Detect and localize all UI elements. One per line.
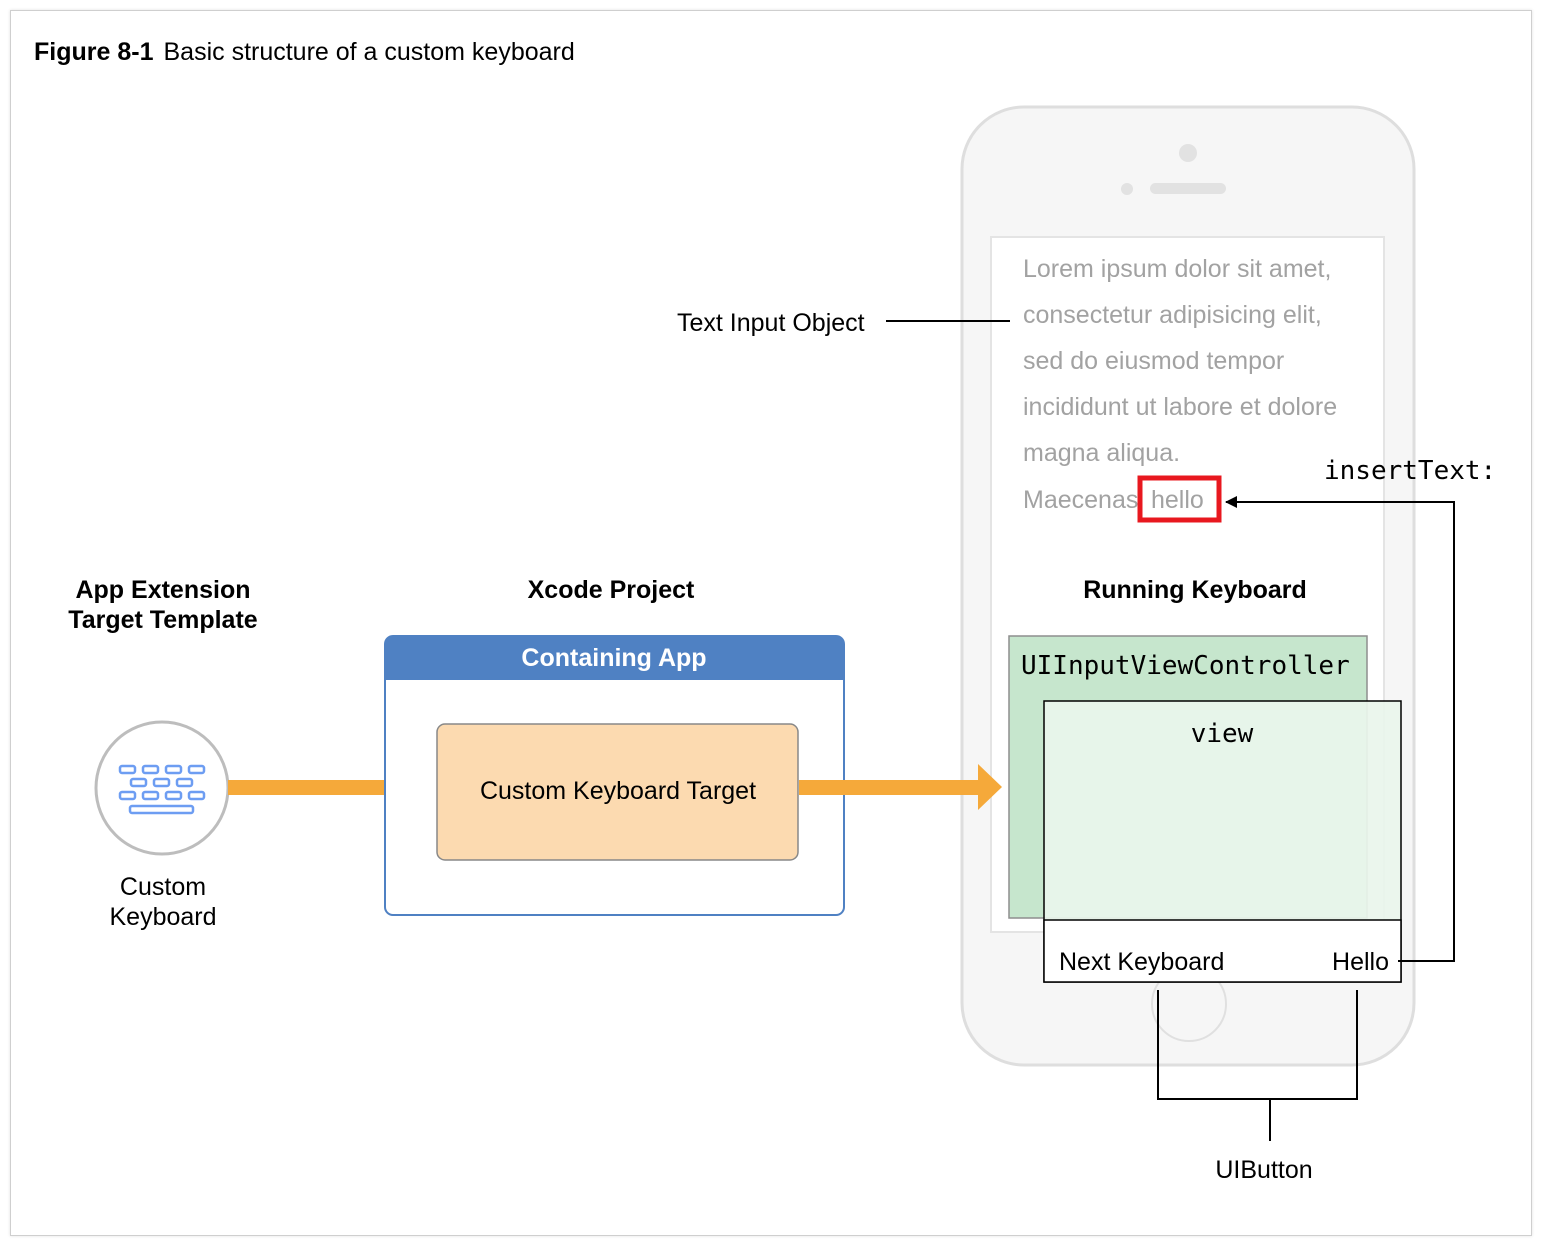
figure-caption: Figure 8-1 Basic structure of a custom ke… bbox=[34, 38, 575, 67]
figure-number: Figure 8-1 bbox=[34, 38, 154, 66]
insert-text-label: insertText: bbox=[1324, 456, 1496, 486]
text-line: magna aliqua. bbox=[1023, 439, 1180, 467]
figure-frame bbox=[10, 10, 1532, 1236]
keyboard-view: view Next Keyboard Hello bbox=[1043, 700, 1402, 983]
hello-button[interactable]: Hello bbox=[1332, 948, 1389, 976]
text-line: Lorem ipsum dolor sit amet, bbox=[1023, 255, 1331, 283]
inserted-text-highlight bbox=[1137, 475, 1222, 523]
template-heading-line1: App Extension bbox=[75, 576, 250, 604]
insert-text-connector bbox=[1225, 496, 1455, 962]
view-label: view bbox=[1191, 719, 1254, 749]
speaker-icon bbox=[1150, 183, 1226, 194]
containing-app-header bbox=[385, 636, 844, 680]
figure-title: Basic structure of a custom keyboard bbox=[163, 38, 575, 66]
running-keyboard-heading: Running Keyboard bbox=[1083, 576, 1307, 604]
target-to-running-keyboard-arrow bbox=[799, 764, 1002, 810]
keyboard-button-row bbox=[1043, 919, 1402, 983]
xcode-project-heading: Xcode Project bbox=[528, 576, 695, 604]
text-line-prefix: Maecenas bbox=[1023, 486, 1138, 514]
text-input-object-label: Text Input Object bbox=[677, 309, 865, 337]
text-input-object[interactable]: Lorem ipsum dolor sit amet, consectetur … bbox=[1023, 255, 1337, 523]
text-line: sed do eiusmod tempor bbox=[1023, 347, 1284, 375]
custom-keyboard-target-label: Custom Keyboard Target bbox=[480, 777, 756, 805]
text-line: consectetur adipisicing elit, bbox=[1023, 301, 1322, 329]
template-heading-line2: Target Template bbox=[68, 606, 257, 634]
custom-keyboard-target: Custom Keyboard Target bbox=[436, 723, 799, 861]
text-line: incididunt ut labore et dolore bbox=[1023, 393, 1337, 421]
front-camera-icon bbox=[1179, 144, 1197, 162]
uibutton-bracket bbox=[1157, 990, 1358, 1141]
custom-keyboard-label-line2: Keyboard bbox=[109, 903, 216, 931]
inserted-word: hello bbox=[1151, 486, 1204, 514]
uibutton-label: UIButton bbox=[1215, 1156, 1312, 1184]
next-keyboard-button[interactable]: Next Keyboard bbox=[1059, 948, 1224, 976]
containing-app-title: Containing App bbox=[521, 644, 706, 672]
custom-keyboard-label-line1: Custom bbox=[120, 873, 206, 901]
keyboard-icon bbox=[94, 720, 230, 856]
input-view-controller-label: UIInputViewController bbox=[1021, 651, 1350, 681]
sensor-icon bbox=[1121, 183, 1133, 195]
